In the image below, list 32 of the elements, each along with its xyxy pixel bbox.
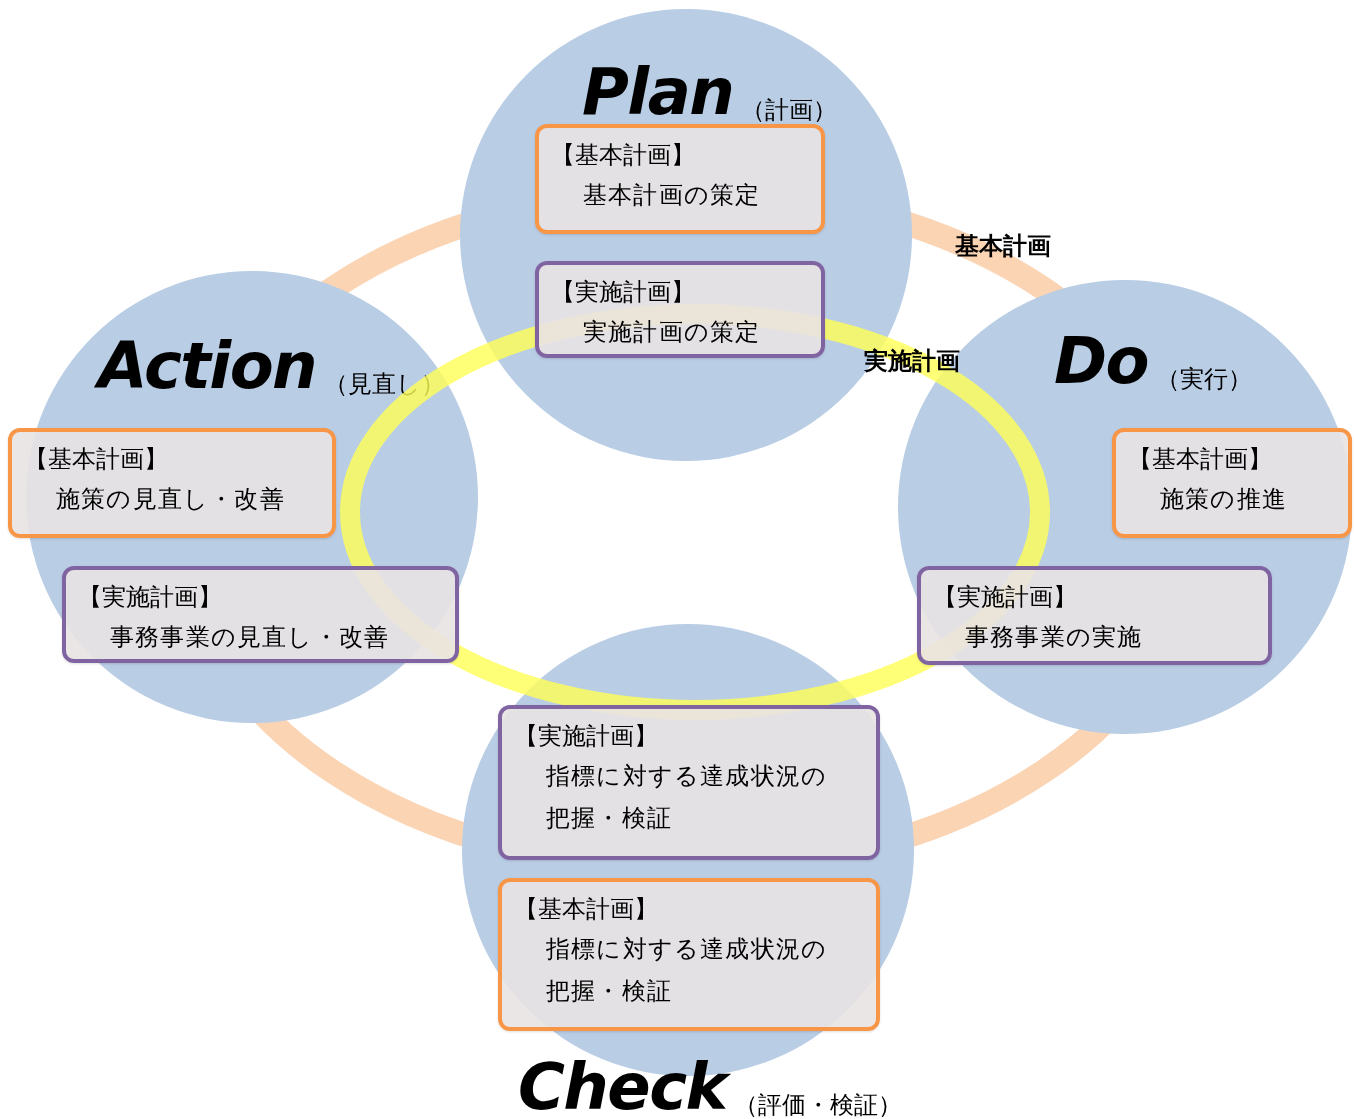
stage-subtitle: （評価・検証） — [734, 1090, 903, 1119]
plan-box — [62, 566, 459, 663]
plan-box — [498, 705, 880, 860]
box-text: 施策の見直し・改善 — [55, 484, 286, 515]
ring-label: 基本計画 — [955, 231, 1051, 262]
box-text: 施策の推進 — [1159, 484, 1288, 515]
plan-box — [535, 261, 825, 358]
stage-title: Do — [1054, 326, 1148, 396]
plan-box — [917, 566, 1272, 665]
box-heading: 【基本計画】 — [24, 444, 169, 475]
box-heading: 【実施計画】 — [933, 582, 1078, 613]
plan-box — [1112, 428, 1352, 538]
box-text: 事務事業の実施 — [964, 622, 1144, 653]
box-heading: 【基本計画】 — [514, 894, 659, 925]
box-heading: 【実施計画】 — [551, 277, 696, 308]
stage-subtitle: （実行） — [1155, 364, 1252, 395]
box-heading: 【基本計画】 — [1128, 444, 1273, 475]
plan-box — [8, 428, 336, 538]
stage-title: Plan — [582, 57, 734, 127]
box-text: 基本計画の策定 — [582, 180, 762, 211]
plan-box — [535, 124, 825, 234]
stage-subtitle: （見直し） — [323, 369, 445, 400]
box-text: 実施計画の策定 — [582, 317, 762, 348]
box-text: 事務事業の見直し・改善 — [109, 622, 391, 653]
stage-subtitle: （計画） — [741, 95, 838, 126]
ring-label: 実施計画 — [864, 346, 960, 377]
box-heading: 【実施計画】 — [78, 582, 223, 613]
plan-box — [498, 878, 880, 1031]
box-heading: 【基本計画】 — [551, 140, 696, 171]
box-heading: 【実施計画】 — [514, 721, 659, 752]
box-text: 指標に対する達成状況の把握・検証 — [545, 761, 829, 834]
box-text: 指標に対する達成状況の把握・検証 — [545, 934, 829, 1007]
